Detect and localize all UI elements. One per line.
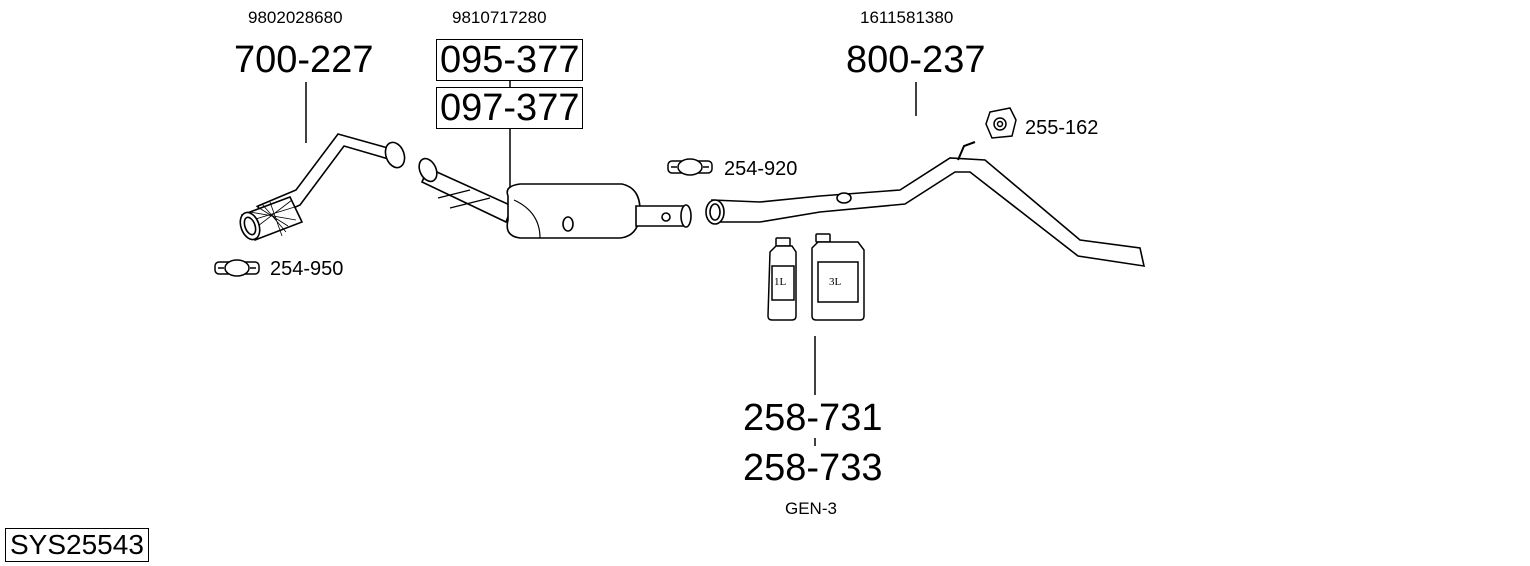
fluid-note-gen-3: GEN-3 — [785, 499, 837, 518]
clamp-254-920-icon — [667, 158, 713, 176]
fluid-can-small-icon — [767, 237, 797, 321]
oem-number-rear-pipe: 1611581380 — [860, 8, 954, 27]
oem-number-front-pipe: 9802028680 — [248, 8, 343, 27]
part-number-254-920[interactable]: 254-920 — [724, 158, 798, 180]
part-number-254-950[interactable]: 254-950 — [270, 258, 344, 280]
clamp-254-950-icon — [214, 259, 260, 277]
part-number-800-237[interactable]: 800-237 — [846, 39, 986, 81]
fluid-can-large-icon — [811, 233, 865, 321]
front-pipe-700-227 — [239, 133, 406, 242]
can-small-label: 1L — [774, 276, 787, 288]
system-code-badge: SYS25543 — [5, 528, 149, 562]
can-large-label: 3L — [829, 276, 842, 288]
catalyst-dpf — [418, 157, 692, 239]
oem-number-catalyst: 9810717280 — [452, 8, 547, 27]
part-number-095-377[interactable]: 095-377 — [436, 39, 584, 81]
rear-pipe-800-237 — [705, 141, 1146, 267]
part-number-255-162[interactable]: 255-162 — [1025, 117, 1099, 139]
part-number-258-733[interactable]: 258-733 — [743, 447, 883, 489]
rubber-hanger-255-162-icon — [985, 107, 1017, 139]
part-number-700-227[interactable]: 700-227 — [234, 39, 374, 81]
part-number-097-377[interactable]: 097-377 — [436, 87, 584, 129]
part-number-258-731[interactable]: 258-731 — [743, 397, 883, 439]
